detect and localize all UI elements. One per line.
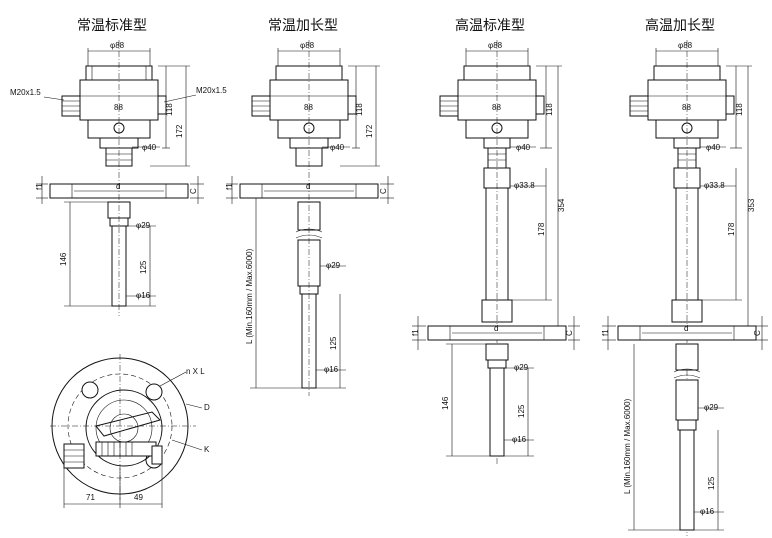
dim-flange-d: d [116, 182, 120, 191]
dim-diameter-88: φ88 [300, 41, 315, 50]
dim-flange-d: d [306, 182, 310, 191]
dim-length-range: L (Min.160mm / Max.6000) [245, 248, 254, 344]
dim-diameter-29: φ29 [136, 221, 151, 230]
dim-height-172: 172 [365, 124, 374, 138]
dim-diameter-29: φ29 [514, 363, 529, 372]
dim-width-49: 49 [134, 493, 143, 502]
dim-height-118: 118 [355, 103, 364, 116]
view-high-extended: φ88 88 φ40 φ33.8 118 178 353 [601, 40, 768, 536]
dim-diameter-16: φ16 [512, 435, 527, 444]
dim-c: C [379, 188, 388, 194]
title-high-extended: 高温加长型 [645, 17, 715, 34]
dim-width-71: 71 [86, 493, 95, 502]
dim-diameter-33: φ33.8 [704, 181, 725, 190]
dim-height-178: 178 [727, 222, 736, 236]
dim-thread-right: M20x1.5 [196, 86, 227, 95]
svg-text:88: 88 [682, 103, 691, 112]
svg-text:88: 88 [492, 103, 501, 112]
dim-flange-d: d [494, 324, 498, 333]
dim-height-118: 118 [545, 103, 554, 116]
label-big-k: K [204, 445, 210, 454]
dim-height-172: 172 [175, 124, 184, 138]
dim-c: C [565, 330, 574, 336]
dim-diameter-29: φ29 [704, 403, 719, 412]
dim-diameter-40: φ40 [706, 143, 721, 152]
dim-diameter-16: φ16 [136, 291, 151, 300]
dim-diameter-88: φ88 [678, 41, 693, 50]
label-big-d: D [204, 403, 210, 412]
dim-length-125: 125 [329, 336, 338, 350]
dim-height-118: 118 [165, 103, 174, 116]
title-high-standard: 高温标准型 [455, 17, 525, 34]
dim-length-range: L (Min.160mm / Max.6000) [623, 398, 632, 494]
dim-height-178: 178 [537, 222, 546, 236]
view-flange-top: n X L D K 71 49 [50, 354, 210, 508]
dim-diameter-88: φ88 [110, 41, 125, 50]
dim-length-146: 146 [59, 252, 68, 266]
dim-thread-left: M20x1.5 [10, 88, 41, 97]
label-nxl: n X L [186, 367, 205, 376]
dim-f1: f1 [411, 329, 420, 336]
dim-length-125: 125 [139, 260, 148, 274]
dim-diameter-33: φ33.8 [514, 181, 535, 190]
dim-diameter-40: φ40 [516, 143, 531, 152]
dim-diameter-16: φ16 [700, 507, 715, 516]
dim-length-146: 146 [441, 396, 450, 410]
dim-flange-d: d [684, 324, 688, 333]
view-high-standard: φ88 88 φ40 φ33.8 118 178 354 [411, 40, 580, 466]
dim-c: C [753, 330, 762, 336]
dim-diameter-40: φ40 [142, 143, 157, 152]
dim-f1: f1 [35, 183, 44, 190]
svg-text:88: 88 [304, 103, 313, 112]
view-normal-standard: φ88 88 M20x1.5 M20x1.5 φ40 118 [10, 40, 227, 316]
dim-diameter-88: φ88 [488, 41, 503, 50]
title-normal-extended: 常温加长型 [268, 18, 338, 34]
dim-diameter-40: φ40 [330, 143, 345, 152]
view-normal-extended: φ88 88 φ40 118 172 d f1 C [225, 40, 394, 396]
dim-length-125: 125 [517, 404, 526, 418]
dim-diameter-16: φ16 [324, 365, 339, 374]
dim-f1: f1 [225, 183, 234, 190]
dim-length-125: 125 [707, 476, 716, 490]
svg-text:88: 88 [114, 103, 123, 112]
dim-height-118: 118 [735, 103, 744, 116]
title-normal-standard: 常温标准型 [77, 18, 147, 34]
dim-c: C [189, 188, 198, 194]
dim-height-353: 353 [747, 198, 756, 212]
dim-f1: f1 [601, 329, 610, 336]
dim-height-354: 354 [557, 198, 566, 212]
dim-diameter-29: φ29 [326, 261, 341, 270]
